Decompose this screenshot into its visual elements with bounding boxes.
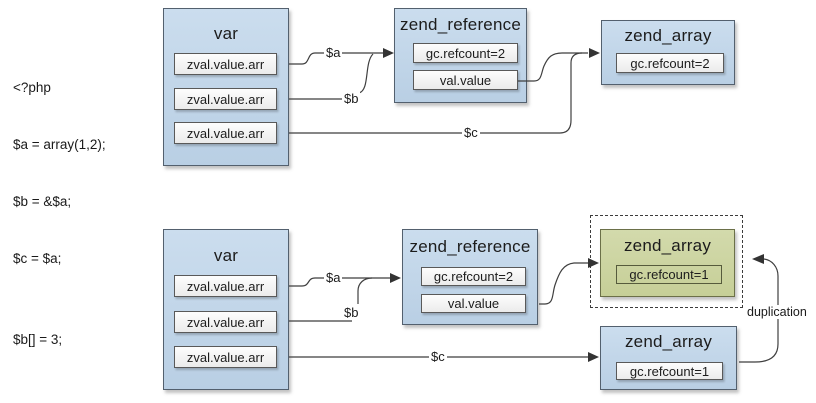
- wire-val-top: [518, 52, 588, 82]
- zval-slot: zval.value.arr: [174, 346, 277, 368]
- wire-b-bottom: [289, 277, 373, 322]
- var-box-title: var: [213, 24, 239, 43]
- wire-a-top: [289, 52, 384, 65]
- val-value-field: val.value: [421, 294, 526, 313]
- zval-slot: zval.value.arr: [174, 122, 277, 144]
- code-line: <?php: [13, 80, 51, 95]
- label-duplication: duplication: [745, 305, 809, 319]
- zend-reference-title: zend_reference: [400, 15, 521, 34]
- var-box-title: var: [213, 246, 239, 265]
- zend-array-box-duplicated: zend_array gc.refcount=1: [600, 229, 735, 297]
- zend-array-box-original: zend_array gc.refcount=1: [600, 326, 737, 390]
- zend-array-title: zend_array: [624, 26, 712, 45]
- refcount-field: gc.refcount=1: [616, 362, 723, 380]
- arrowhead-into-zend-array-top: [589, 48, 600, 58]
- zend-array-box-top: zend_array gc.refcount=2: [601, 20, 735, 85]
- val-value-field: val.value: [413, 70, 518, 90]
- code-line: $b[] = 3;: [13, 332, 63, 347]
- zend-array-title: zend_array: [624, 332, 713, 351]
- label-b-bottom: $b: [342, 305, 361, 320]
- wire-val-bottom: [539, 262, 588, 305]
- label-c-top: $c: [462, 125, 480, 140]
- wire-c-top: [289, 52, 583, 134]
- wire-a-bottom: [289, 277, 391, 287]
- label-a-top: $a: [324, 45, 343, 60]
- refcount-field: gc.refcount=2: [616, 53, 724, 73]
- zval-slot: zval.value.arr: [174, 53, 277, 75]
- zend-reference-box-bottom: zend_reference gc.refcount=2 val.value: [402, 229, 538, 325]
- var-box-bottom: var zval.value.arr zval.value.arr zval.v…: [163, 229, 289, 390]
- arrowhead-into-zend-array-original: [588, 352, 599, 362]
- label-a-bottom: $a: [324, 270, 343, 285]
- code-line: $c = $a;: [13, 251, 62, 266]
- zval-slot: zval.value.arr: [174, 88, 277, 110]
- code-line: $b = &$a;: [13, 194, 72, 209]
- refcount-field: gc.refcount=2: [421, 267, 526, 286]
- arrowhead-into-zend-reference-bottom: [390, 273, 401, 283]
- wire-duplication: [739, 258, 779, 363]
- php-code-block-bottom: $b[] = 3;: [13, 292, 62, 387]
- zval-slot: zval.value.arr: [174, 311, 277, 333]
- arrowhead-into-zend-array-duplicated: [588, 258, 599, 268]
- refcount-field: gc.refcount=1: [616, 265, 722, 284]
- php-code-block-top: <?php $a = array(1,2); $b = &$a; $c = $a…: [13, 40, 106, 306]
- label-b-top: $b: [342, 91, 361, 106]
- zend-reference-title: zend_reference: [409, 237, 531, 256]
- code-line: $a = array(1,2);: [13, 137, 106, 152]
- zend-reference-box-top: zend_reference gc.refcount=2 val.value: [394, 8, 527, 103]
- label-c-bottom: $c: [429, 349, 447, 364]
- zend-array-title: zend_array: [623, 236, 712, 255]
- arrowhead-into-zend-reference-top: [383, 48, 394, 58]
- arrowhead-duplication: [752, 254, 764, 264]
- var-box-top: var zval.value.arr zval.value.arr zval.v…: [163, 8, 289, 166]
- refcount-field: gc.refcount=2: [413, 43, 518, 63]
- zval-slot: zval.value.arr: [174, 275, 277, 297]
